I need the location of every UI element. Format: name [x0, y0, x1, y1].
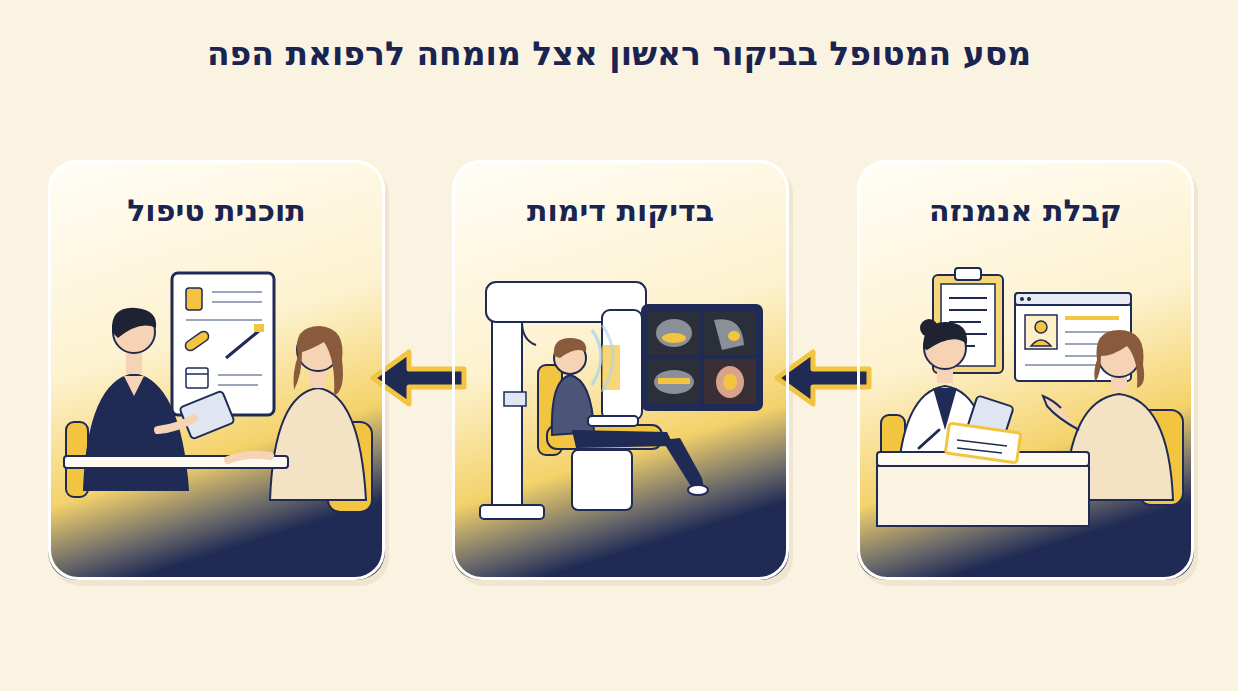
step-panel: תוכנית טיפול: [48, 160, 385, 580]
flow-arrow: [373, 352, 464, 404]
treatment-illustration: [64, 273, 372, 512]
diagram-title: מסע המטופל בביקור ראשון אצל מומחה לרפואת…: [20, 34, 1218, 73]
step-heading: קבלת אנמנזה: [874, 193, 1177, 229]
step-heading: בדיקות דימות: [469, 193, 772, 229]
imaging-illustration: [480, 282, 762, 519]
step-heading: תוכנית טיפול: [65, 193, 368, 229]
flow-arrow: [777, 352, 869, 404]
step-panel: קבלת אנמנזה: [857, 160, 1194, 580]
anamnesis-illustration: [877, 268, 1183, 526]
step-panel: בדיקות דימות: [452, 160, 789, 580]
panel-grounds: [48, 160, 1198, 586]
